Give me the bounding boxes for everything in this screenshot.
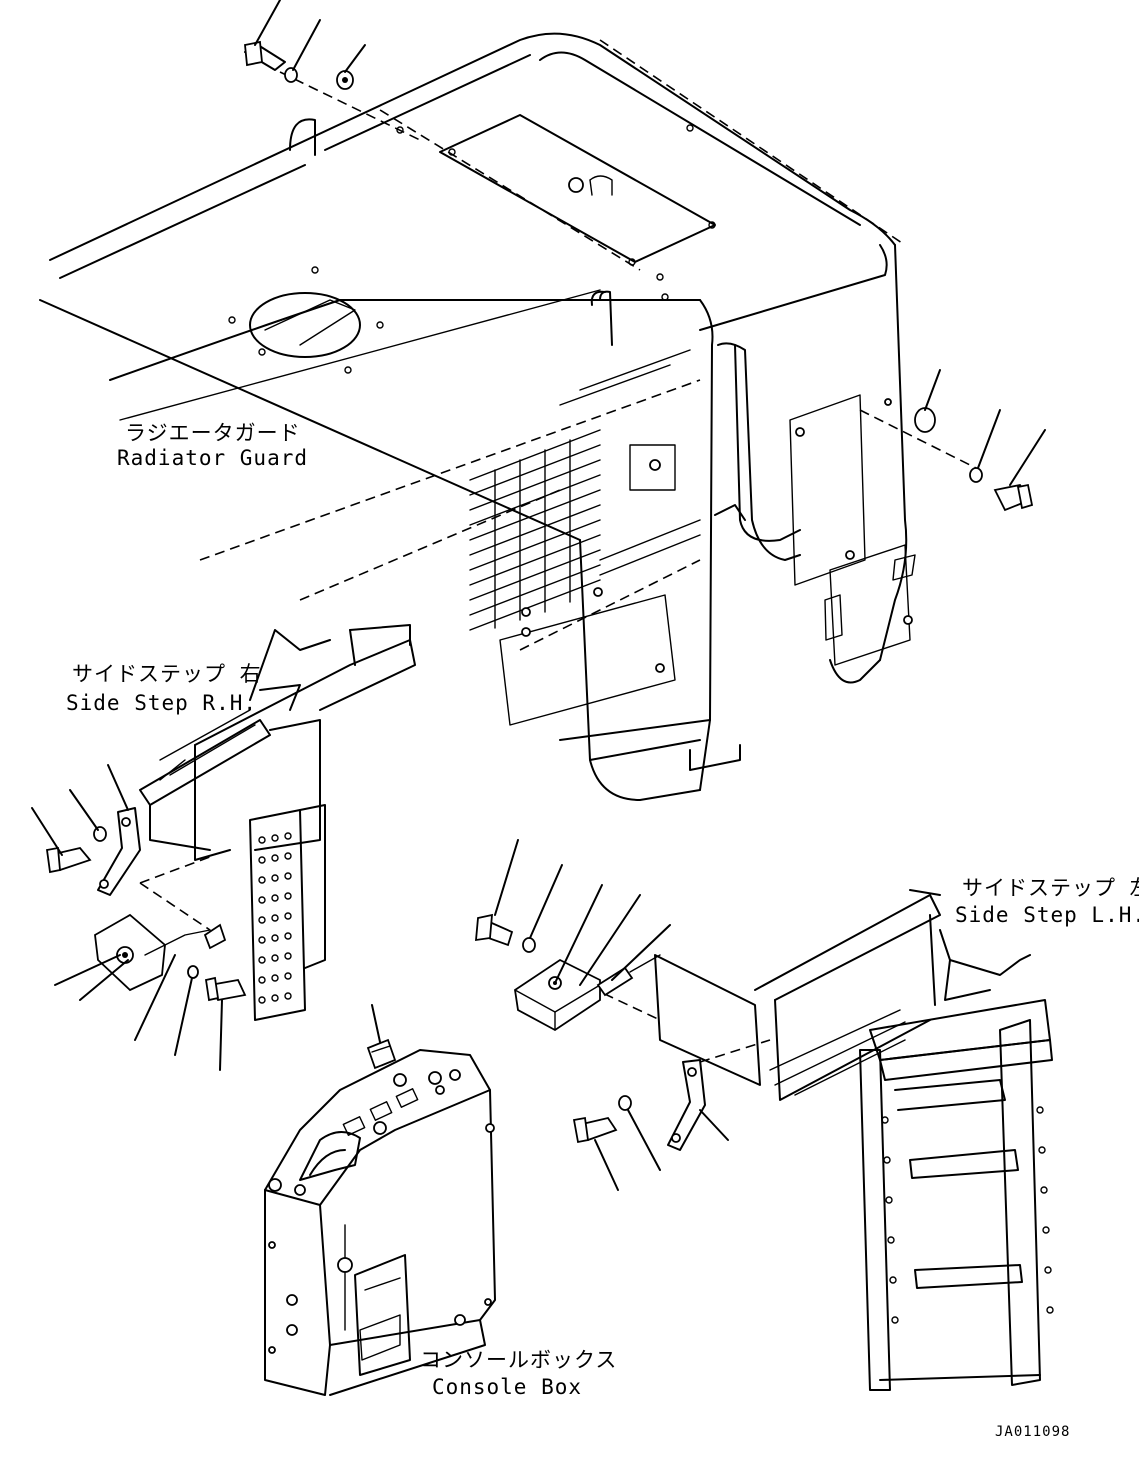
radiator-guard-drawing	[39, 32, 916, 801]
side-step-rh-drawing	[31, 624, 416, 1071]
side-step-rh-label-jp: サイドステップ 右	[72, 662, 262, 686]
right-bolt-washers	[859, 369, 1046, 512]
side-step-lh-drawing	[475, 839, 1054, 1391]
radiator-guard-label-en: Radiator Guard	[117, 446, 309, 470]
console-box-label-en: Console Box	[431, 1375, 583, 1399]
radiator-guard-label-jp: ラジエータガード	[125, 421, 301, 445]
side-step-rh-label-en: Side Step R.H.	[66, 691, 258, 715]
console-box-drawing	[264, 1004, 496, 1396]
side-step-lh-label-jp: サイドステップ 左	[962, 876, 1139, 900]
console-box-label-jp: コンソールボックス	[420, 1348, 618, 1372]
drawing-code: JA011098	[995, 1424, 1071, 1440]
top-bolt-washers	[244, 0, 421, 141]
side-step-lh-label-en: Side Step L.H.	[955, 903, 1139, 927]
